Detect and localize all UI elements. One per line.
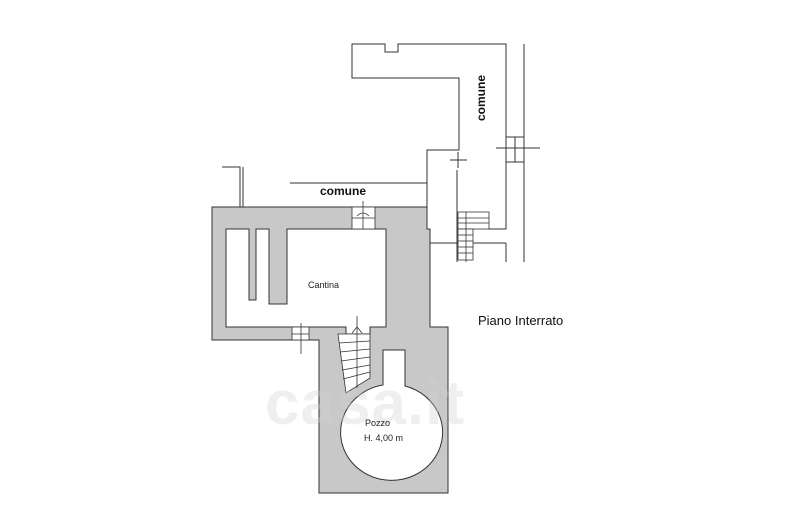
- label-comune-horizontal: comune: [320, 184, 367, 198]
- label-cantina: Cantina: [308, 280, 340, 290]
- well-pozzo: [340, 349, 444, 481]
- watermark: casa.it: [265, 369, 466, 438]
- floor-title: Piano Interrato: [478, 313, 564, 328]
- door-bottom-left: [291, 323, 310, 354]
- label-pozzo: Pozzo: [365, 418, 391, 428]
- lower-staircase: [337, 316, 371, 394]
- label-pozzo-height: H. 4,00 m: [364, 433, 404, 443]
- door-top: [351, 201, 376, 230]
- cantina-room: [225, 228, 387, 335]
- label-comune-vertical: comune: [474, 74, 489, 122]
- upper-building-outline: [290, 43, 507, 230]
- upper-staircase: [457, 211, 490, 262]
